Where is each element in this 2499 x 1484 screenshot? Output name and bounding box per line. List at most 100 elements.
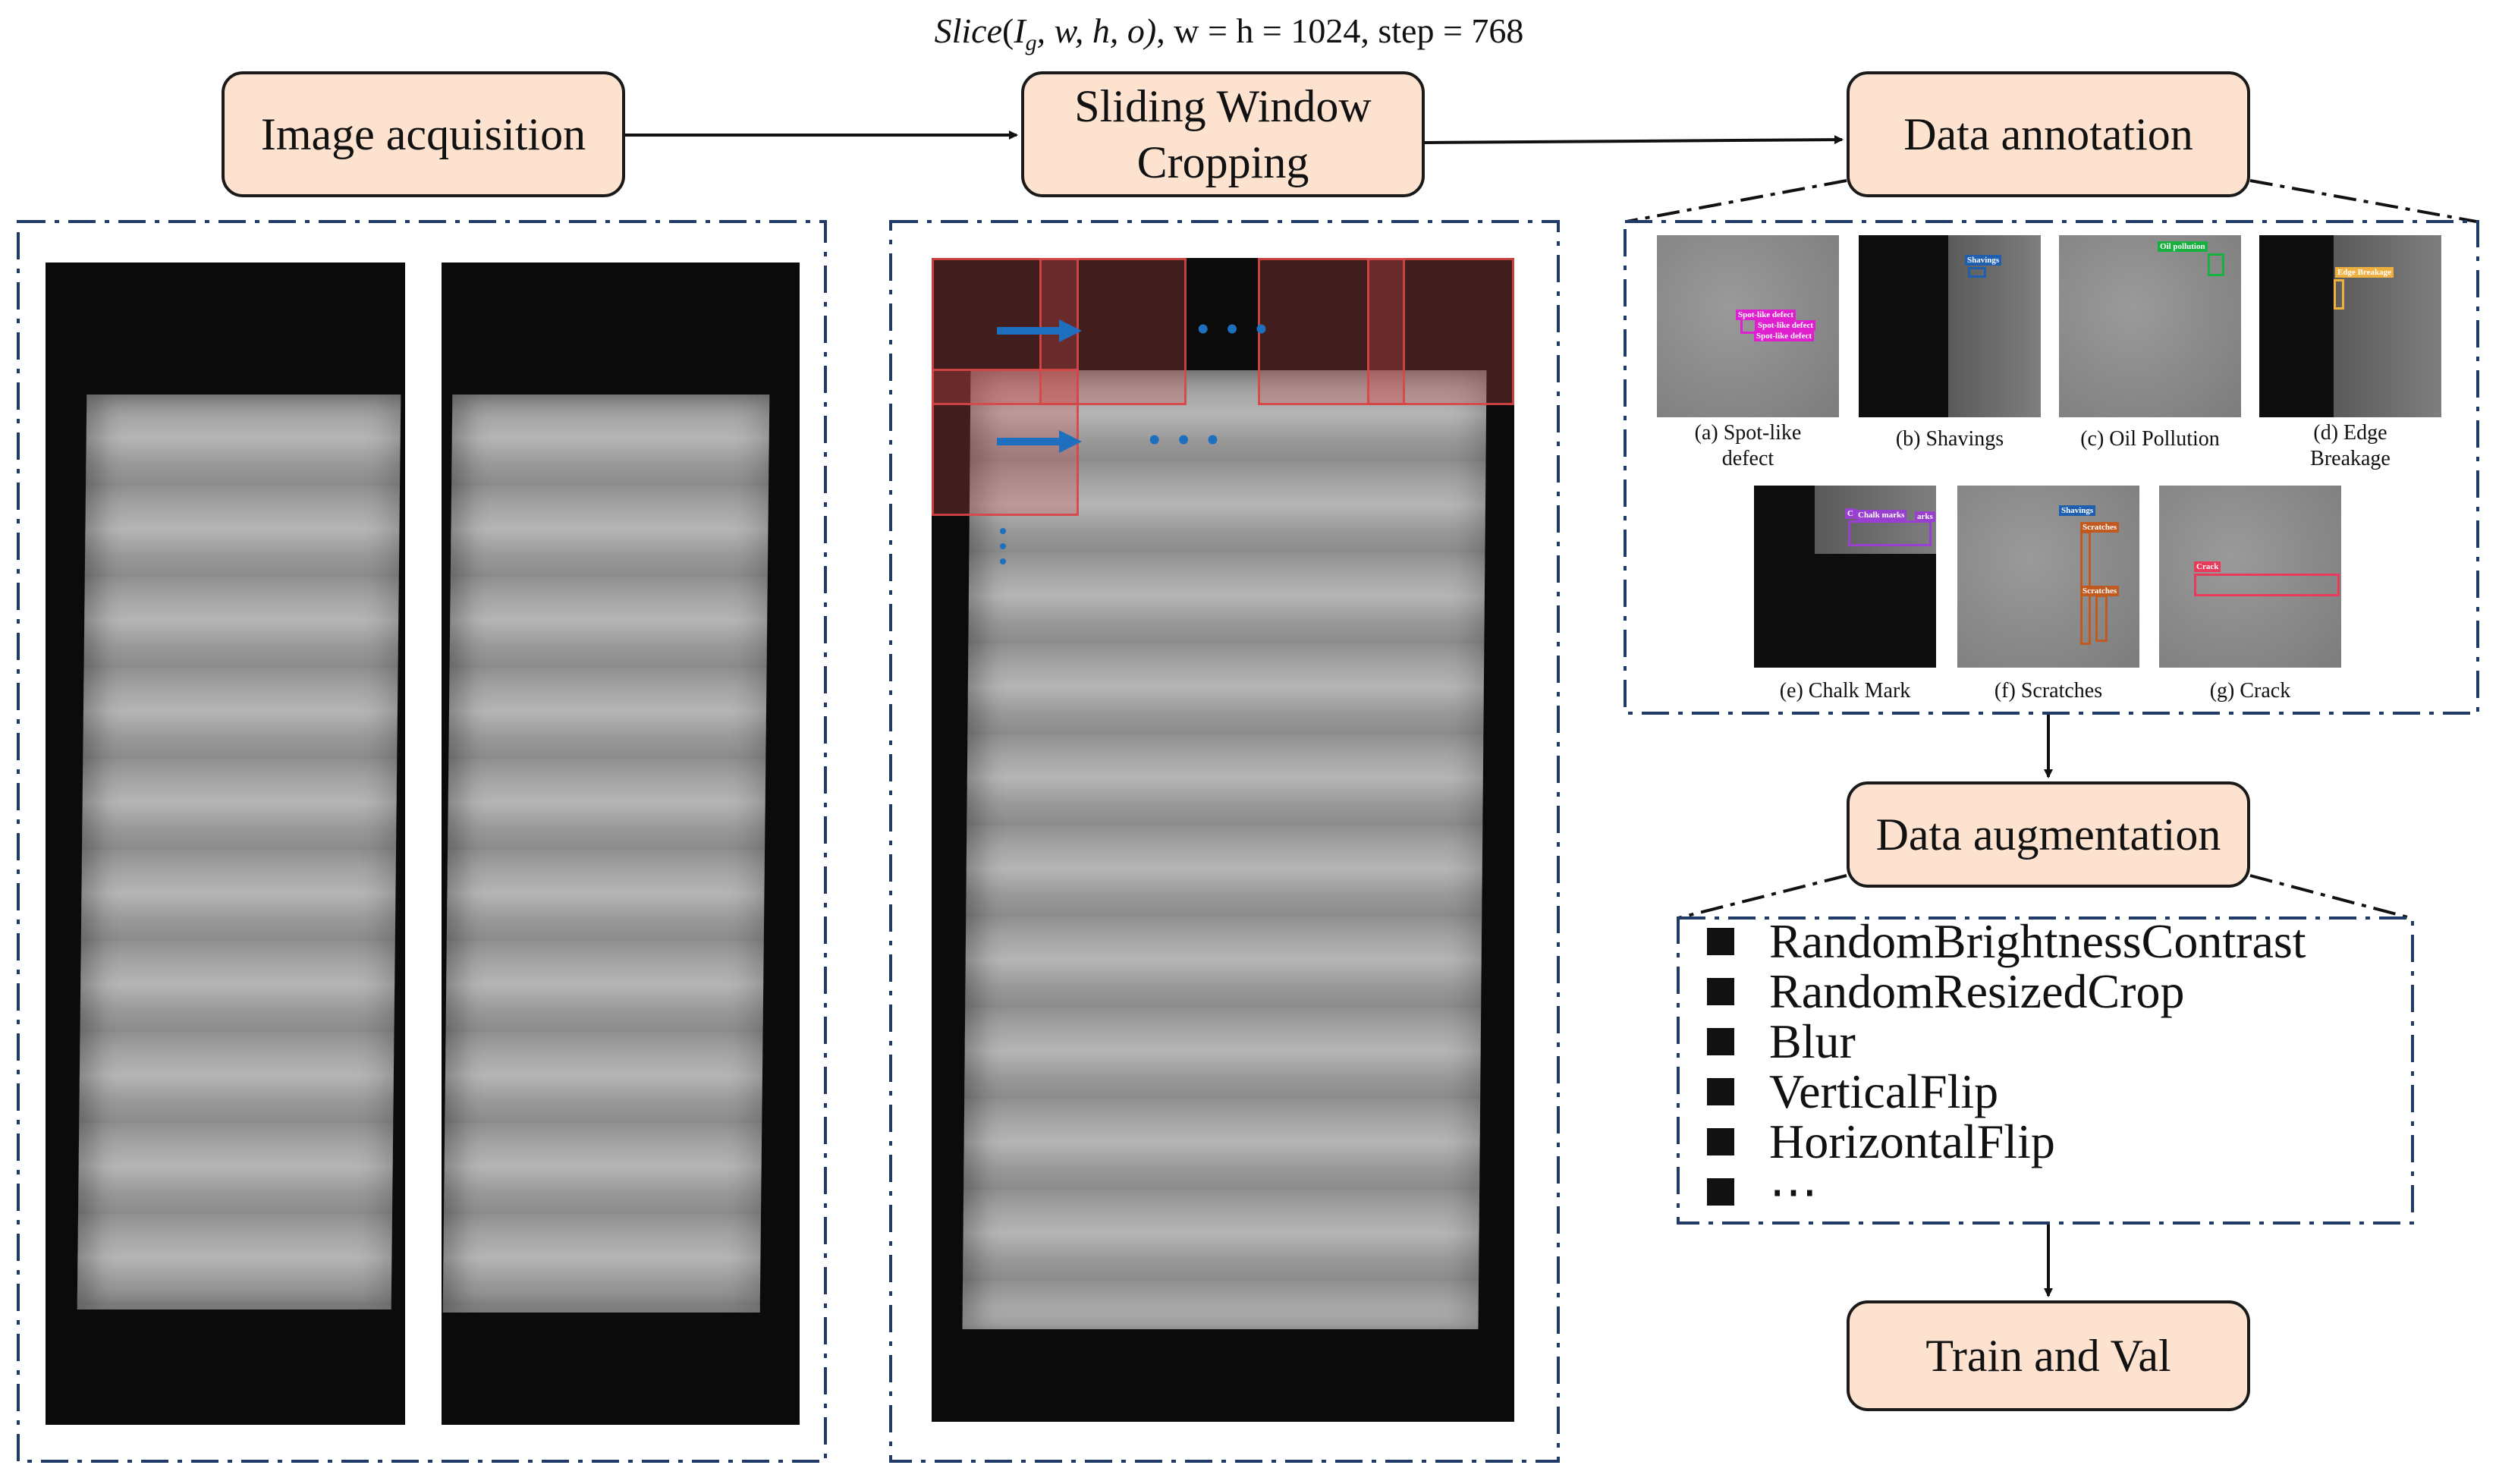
bullet-icon [1707, 978, 1734, 1005]
bbox-shavings [1968, 267, 1986, 278]
roll-edge-d [2334, 235, 2441, 417]
sliding-window-box: Sliding Window Cropping [1021, 71, 1425, 197]
window-row1-3 [1258, 258, 1405, 405]
raw-image-left [46, 263, 405, 1425]
bullet-icon [1707, 1178, 1734, 1206]
train-val-label: Train and Val [1925, 1331, 2171, 1381]
formula-params: , w = h = 1024, step = 768 [1156, 11, 1524, 50]
aug-label: Blur [1769, 1014, 1856, 1068]
roll-surface-left [77, 395, 401, 1310]
image-acquisition-label: Image acquisition [260, 109, 586, 159]
tag-chalk-arks: arks [1915, 511, 1935, 522]
thumb-scratches: Shavings Scratches Scratches [1957, 486, 2139, 668]
arrow-sliding-to-annotation [1424, 135, 1844, 145]
caption-c: (c) Oil Pollution [2044, 426, 2256, 452]
thumb-spot-like: Spot-like defect Spot-like defect Spot-l… [1657, 235, 1839, 417]
caption-f-1: (f) Scratches [1994, 679, 2103, 703]
aug-item: ⋯ [1707, 1165, 2306, 1218]
caption-d: (d) Edge Breakage [2244, 420, 2457, 472]
aug-item: RandomBrightnessContrast [1707, 914, 2306, 968]
aug-item: Blur [1707, 1014, 2306, 1068]
bullet-icon [1707, 1078, 1734, 1105]
bullet-icon [1707, 1128, 1734, 1155]
callout-left-annotation [1626, 179, 1847, 223]
tag-scratches-1: Scratches [2080, 522, 2120, 533]
thumb-chalk-mark: Chalk marks C arks [1754, 486, 1936, 668]
tag-chalk: Chalk marks [1856, 510, 1907, 520]
thumb-edge-breakage: Edge Breakage [2259, 235, 2441, 417]
augmentation-list: RandomBrightnessContrast RandomResizedCr… [1707, 914, 2306, 1218]
vertical-dot-3 [1000, 558, 1006, 564]
vertical-dot-1 [1000, 528, 1006, 534]
caption-b-1: (b) Shavings [1895, 427, 2004, 451]
caption-a-1: (a) Spot-like [1694, 421, 1802, 445]
thumb-shavings: Shavings [1859, 235, 2041, 417]
caption-d-1: (d) Edge [2313, 421, 2387, 445]
thumb-oil-pollution: Oil pollution [2059, 235, 2241, 417]
aug-label: ⋯ [1769, 1165, 1818, 1218]
formula-rest: , w, h, o) [1036, 11, 1157, 50]
tag-shavings: Shavings [1965, 255, 2002, 266]
raw-image-right [442, 263, 800, 1425]
vertical-dot-2 [1000, 543, 1006, 549]
formula-sub: g [1025, 30, 1037, 56]
aug-item: VerticalFlip [1707, 1064, 2306, 1118]
tag-scratches-2: Scratches [2080, 586, 2120, 596]
callout-left-augmentation [1677, 874, 1847, 920]
data-augmentation-label: Data augmentation [1875, 810, 2221, 860]
data-augmentation-box: Data augmentation [1847, 781, 2250, 888]
bullet-icon [1707, 928, 1734, 955]
bbox-oil [2208, 253, 2224, 276]
window-row1-4 [1367, 258, 1514, 405]
caption-e-1: (e) Chalk Mark [1779, 679, 1911, 703]
callout-right-annotation [2249, 179, 2477, 223]
caption-d-2: Breakage [2310, 447, 2391, 470]
formula-ig: I [1014, 11, 1026, 50]
formula-args-open: ( [1002, 11, 1014, 50]
aug-item: HorizontalFlip [1707, 1115, 2306, 1168]
tag-spot-1: Spot-like defect [1736, 310, 1796, 320]
aug-label: VerticalFlip [1769, 1064, 1999, 1118]
caption-a: (a) Spot-like defect [1642, 420, 1854, 472]
caption-g-1: (g) Crack [2209, 679, 2291, 703]
data-annotation-box: Data annotation [1847, 71, 2250, 197]
formula-func: Slice [934, 11, 1002, 50]
acquisition-frame [17, 220, 827, 1463]
annotation-frame [1624, 220, 2479, 715]
sliding-image [932, 258, 1514, 1422]
image-acquisition-box: Image acquisition [222, 71, 625, 197]
callout-right-augmentation [2249, 874, 2412, 920]
aug-label: RandomBrightnessContrast [1769, 914, 2306, 968]
tag-spot-3: Spot-like defect [1754, 331, 1815, 341]
aug-label: HorizontalFlip [1769, 1115, 2055, 1168]
tag-edge: Edge Breakage [2335, 267, 2394, 278]
bbox-chalk [1848, 520, 1932, 546]
thumb-crack: Crack [2159, 486, 2341, 668]
caption-e: (e) Chalk Mark [1739, 678, 1951, 704]
bbox-scratches-2 [2095, 595, 2108, 642]
bullet-icon [1707, 1028, 1734, 1055]
tag-chalk-c: C [1845, 508, 1856, 519]
caption-f: (f) Scratches [1942, 678, 2155, 704]
sliding-frame [889, 220, 1560, 1463]
sliding-window-label-2: Cropping [1136, 137, 1309, 187]
tag-oil: Oil pollution [2158, 241, 2208, 252]
augmentation-frame [1677, 916, 2414, 1225]
slice-formula: Slice(Ig, w, h, o), w = h = 1024, step =… [895, 11, 1563, 56]
train-val-box: Train and Val [1847, 1300, 2250, 1411]
aug-item: RandomResizedCrop [1707, 964, 2306, 1018]
roll-edge-b [1948, 235, 2041, 417]
ellipsis-row1: • • • [1197, 310, 1272, 347]
bbox-edge [2334, 279, 2344, 310]
tag-crack: Crack [2194, 561, 2221, 572]
roll-surface-right [442, 395, 770, 1313]
data-annotation-label: Data annotation [1903, 109, 2193, 159]
sliding-window-label-1: Sliding Window [1074, 81, 1372, 131]
caption-a-2: defect [1721, 447, 1774, 470]
sliding-direction-arrows [997, 319, 1082, 564]
ellipsis-row2: • • • [1149, 421, 1224, 458]
bbox-crack [2194, 574, 2340, 596]
caption-b: (b) Shavings [1844, 426, 2056, 452]
